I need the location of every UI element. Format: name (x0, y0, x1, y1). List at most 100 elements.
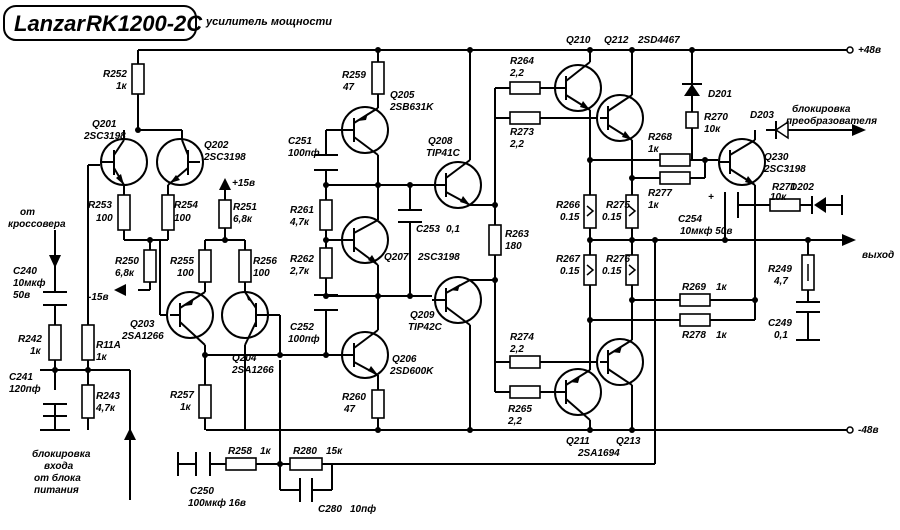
label-Q211-val: 2SA1694 (577, 448, 620, 459)
label-R256-ref: R256 (253, 256, 277, 267)
label-Q208-val: TIP41C (426, 148, 461, 159)
label-R274-val: 2,2 (509, 344, 524, 355)
label-R269-ref: R269 (682, 282, 706, 293)
title-block: Lanzar RK1200-2C усилитель мощности (3, 5, 332, 41)
label-Q209-val: TIP42C (408, 322, 443, 333)
label-Q202-val: 2SC3198 (203, 152, 246, 163)
title-subtitle: усилитель мощности (205, 16, 332, 28)
input-arrow (49, 230, 61, 268)
resistor-R268 (659, 153, 691, 167)
output-arrow (842, 234, 856, 246)
label-C280-val: 10пф (350, 503, 376, 515)
label-Q203-val: 2SA1266 (121, 331, 164, 342)
label-R275-ref: R275 (606, 200, 630, 211)
label-Q230-ref: Q230 (764, 152, 789, 163)
label-Q210-ref: Q210 (566, 35, 591, 46)
label-block-in-b: входа (44, 461, 74, 472)
label-R274-ref: R274 (510, 332, 534, 343)
label-R250-val: 6,8к (115, 268, 135, 279)
junction-dots (52, 47, 811, 467)
rail-neg-label: -48в (858, 425, 879, 436)
resistor-R255 (198, 249, 212, 283)
label-Q209-ref: Q209 (410, 310, 435, 321)
label-R256-val: 100 (253, 268, 270, 279)
label-D201-ref: D201 (708, 89, 732, 100)
resistor-R266 (583, 194, 597, 229)
transistor-Q230 (718, 138, 766, 186)
label-R259-val: 47 (342, 82, 355, 93)
resistor-R11A (81, 324, 95, 361)
label-C250-val: 100мкф 16в (188, 497, 246, 509)
label-R278-ref: R278 (682, 330, 706, 341)
label-R261-val: 4,7к (289, 217, 310, 228)
transistor-Q211 (554, 368, 602, 421)
label-R276-val: 0.15 (602, 266, 622, 277)
label-minus15: -15в (88, 292, 109, 303)
label-Q206-val: 2SD600K (389, 366, 434, 377)
label-Q230-val: 2SC3198 (763, 164, 806, 175)
label-R277-ref: R277 (648, 188, 672, 199)
transistor-Q202 (156, 138, 204, 186)
resistor-R249 (801, 254, 815, 291)
transistor-Q204 (221, 291, 269, 346)
label-R242-ref: R242 (18, 334, 42, 345)
resistor-R262 (319, 247, 333, 279)
label-R11A-ref: R11A (96, 340, 121, 351)
transistor-Q210 (554, 61, 602, 112)
label-C253-ref: C253 (416, 224, 440, 235)
label-block-in-a: блокировка (32, 448, 91, 460)
transistor-Q212 (596, 94, 644, 142)
resistor-R265 (509, 385, 541, 399)
label-Q207-ref: Q207 (384, 252, 409, 263)
label-R264-val: 2,2 (509, 68, 524, 79)
resistor-R267 (583, 254, 597, 286)
capacitor-C249 (796, 301, 820, 313)
label-R275-val: 0.15 (602, 212, 622, 223)
capacitor-C241 (40, 403, 70, 431)
capacitor-C280 (299, 478, 313, 502)
transistor-Q209 (432, 276, 482, 326)
label-R254-ref: R254 (174, 200, 198, 211)
label-R254-val: 100 (174, 213, 191, 224)
resistor-R278 (679, 313, 711, 327)
capacitor-C253 (398, 209, 422, 223)
label-plus15: +15в (232, 178, 255, 189)
label-R264-ref: R264 (510, 56, 534, 67)
label-R276-ref: R276 (606, 254, 630, 265)
label-R273-val: 2,2 (509, 139, 524, 150)
label-C252-val: 100пф (288, 333, 320, 345)
label-R280-val: 15к (326, 446, 343, 457)
vas-stage-wires (325, 50, 600, 430)
capacitor-C254: + (708, 192, 739, 218)
label-block-in-c: от блока (34, 472, 81, 484)
label-Q205-val: 2SB631K (389, 102, 434, 113)
transistor-Q205 (341, 106, 389, 156)
label-input-b: кроссовера (8, 219, 66, 230)
plus15-arrow (219, 178, 231, 196)
resistor-R258 (225, 457, 257, 471)
label-block-in-d: питания (34, 485, 79, 496)
label-C252-ref: C252 (290, 322, 314, 333)
label-R255-ref: R255 (170, 256, 194, 267)
label-R252-ref: R252 (103, 69, 127, 80)
resistor-R250 (143, 249, 157, 283)
transistor-Q208 (432, 159, 482, 209)
block-converter-arrow (790, 124, 866, 136)
capacitor-C251 (314, 154, 338, 171)
label-C253-val: 0,1 (446, 224, 460, 235)
label-Q204-ref: Q204 (232, 353, 257, 364)
label-R266-ref: R266 (556, 200, 580, 211)
label-Q207-val: 2SC3198 (417, 252, 460, 263)
label-R263-val: 180 (505, 241, 522, 252)
label-R273-ref: R273 (510, 127, 534, 138)
resistor-R276 (625, 254, 639, 286)
resistor-R271 (769, 198, 801, 212)
label-R268-ref: R268 (648, 132, 672, 143)
resistor-R242 (48, 324, 62, 361)
label-R249-ref: R249 (768, 264, 792, 275)
label-R242-val: 1к (30, 346, 42, 357)
label-C240-val: 10мкф (13, 277, 46, 289)
title-model: RK1200-2C (86, 11, 203, 36)
resistor-R269 (679, 293, 711, 307)
